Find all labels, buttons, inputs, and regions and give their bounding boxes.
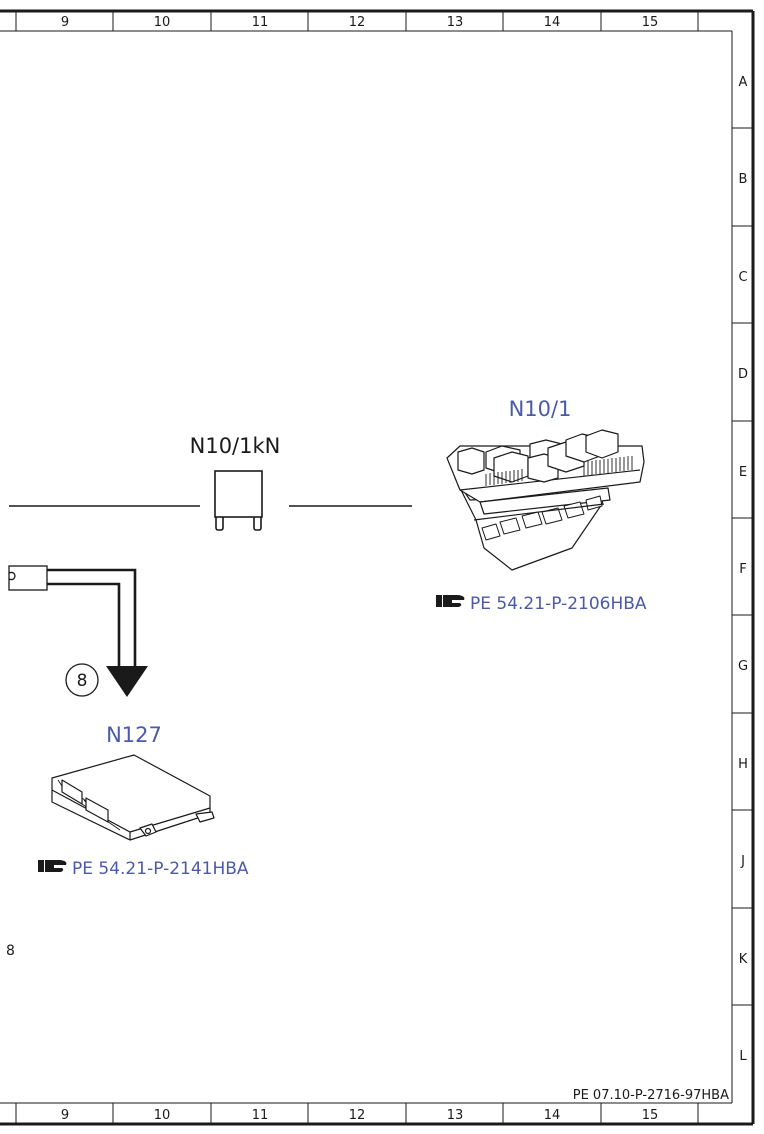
fuse-box-illustration <box>446 429 645 571</box>
row-letters: A B C D E F G H J K L <box>738 75 748 1064</box>
column-number: 15 <box>642 15 659 30</box>
edge-fragment-number: 8 <box>6 943 15 959</box>
column-number: 9 <box>61 1108 69 1123</box>
column-number: 10 <box>154 1108 171 1123</box>
pointing-hand-icon <box>38 860 67 872</box>
row-letter: D <box>738 367 748 382</box>
fuse-box-label: N10/1 <box>509 397 572 421</box>
column-numbers-bottom: 9 10 11 12 13 14 15 <box>61 1108 658 1123</box>
wire-harness-down <box>47 568 137 668</box>
column-number: 13 <box>447 1108 464 1123</box>
column-number: 12 <box>349 15 366 30</box>
connector-left <box>8 565 48 591</box>
column-number: 9 <box>61 15 69 30</box>
column-number: 15 <box>642 1108 659 1123</box>
fuse-box-reference-text: PE 54.21-P-2106HBA <box>470 594 647 614</box>
control-unit-reference-text: PE 54.21-P-2141HBA <box>72 859 249 879</box>
column-numbers-top: 9 10 11 12 13 14 15 <box>61 15 658 30</box>
row-letter: C <box>738 270 747 285</box>
row-letter: J <box>740 854 745 869</box>
row-letter: K <box>739 952 748 967</box>
row-letter: L <box>739 1049 747 1064</box>
column-number: 11 <box>252 15 269 30</box>
relay-label: N10/1kN <box>190 434 281 458</box>
column-number: 12 <box>349 1108 366 1123</box>
fuse-box-reference: PE 54.21-P-2106HBA <box>436 594 647 614</box>
column-number: 14 <box>544 1108 561 1123</box>
connection-number-marker: 8 <box>65 663 99 697</box>
row-letter: H <box>738 757 748 772</box>
column-number: 13 <box>447 15 464 30</box>
column-number: 14 <box>544 15 561 30</box>
relay-symbol <box>214 470 263 531</box>
row-letter: F <box>739 562 746 577</box>
control-unit-label: N127 <box>106 723 162 747</box>
column-number: 11 <box>252 1108 269 1123</box>
pointing-hand-icon <box>436 595 465 607</box>
document-code: PE 07.10-P-2716-97HBA <box>573 1088 729 1103</box>
diagram-frame <box>0 9 755 1126</box>
row-letter: G <box>738 659 748 674</box>
arrow-down-icon <box>106 666 148 697</box>
row-letter: A <box>739 75 748 90</box>
column-number: 10 <box>154 15 171 30</box>
control-unit-reference: PE 54.21-P-2141HBA <box>38 859 249 879</box>
row-letter: B <box>739 172 748 187</box>
control-unit-illustration <box>51 754 215 841</box>
row-letter: E <box>739 465 747 480</box>
connection-number: 8 <box>77 671 88 691</box>
